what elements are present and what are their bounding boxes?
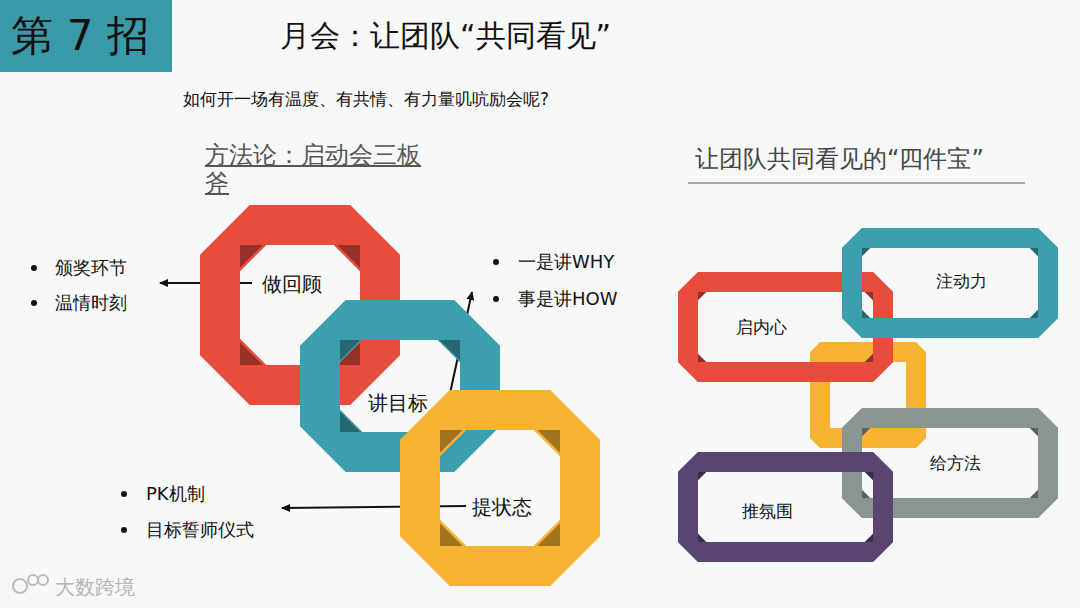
ring-teal bbox=[300, 300, 500, 472]
section-heading: 让团队共同看见的“四件宝” bbox=[695, 143, 984, 175]
bullet-item: 温情时刻 bbox=[55, 291, 127, 315]
subtitle: 如何开一场有温度、有共情、有力量叽吭励会呢? bbox=[183, 88, 549, 111]
bullet-item: 颁奖环节 bbox=[55, 256, 127, 280]
ring-node: 注动力 bbox=[842, 228, 1058, 338]
ring-label: 推氛围 bbox=[742, 500, 793, 523]
bullet-dot bbox=[31, 265, 37, 271]
bullet-dot bbox=[493, 259, 499, 265]
section-heading: 方法论：启动会三板斧 bbox=[205, 142, 431, 197]
bullet-dot bbox=[121, 527, 127, 533]
ring-node: 提状态 bbox=[400, 390, 600, 586]
badge-text: 第 7 招 bbox=[11, 8, 148, 64]
watermark: 大数跨境 bbox=[55, 574, 135, 601]
ring-node: 讲目标 bbox=[300, 300, 500, 472]
ring-label: 讲目标 bbox=[368, 390, 428, 417]
bullet-item: 一是讲WHY bbox=[518, 250, 614, 274]
bullet-item: 事是讲HOW bbox=[518, 287, 618, 311]
ring-label: 做回顾 bbox=[262, 271, 322, 298]
ring-label: 注动力 bbox=[936, 270, 987, 293]
watermark-logo bbox=[13, 575, 48, 593]
heading-rule bbox=[688, 182, 1025, 183]
bullet-dot bbox=[31, 300, 37, 306]
bullet-dot bbox=[121, 491, 127, 497]
ring-label: 给方法 bbox=[930, 452, 981, 475]
bullet-item: PK机制 bbox=[146, 482, 205, 506]
ring-node: 推氛围 bbox=[678, 452, 893, 562]
bullet-dot bbox=[493, 296, 499, 302]
bullet-item: 目标誓师仪式 bbox=[146, 518, 254, 542]
ring-label: 启内心 bbox=[736, 316, 787, 339]
ring-yellow bbox=[400, 390, 600, 586]
ring-label: 提状态 bbox=[472, 494, 532, 521]
title-badge: 第 7 招 bbox=[0, 0, 172, 72]
page-title: 月会：让团队“共同看见” bbox=[280, 16, 611, 57]
